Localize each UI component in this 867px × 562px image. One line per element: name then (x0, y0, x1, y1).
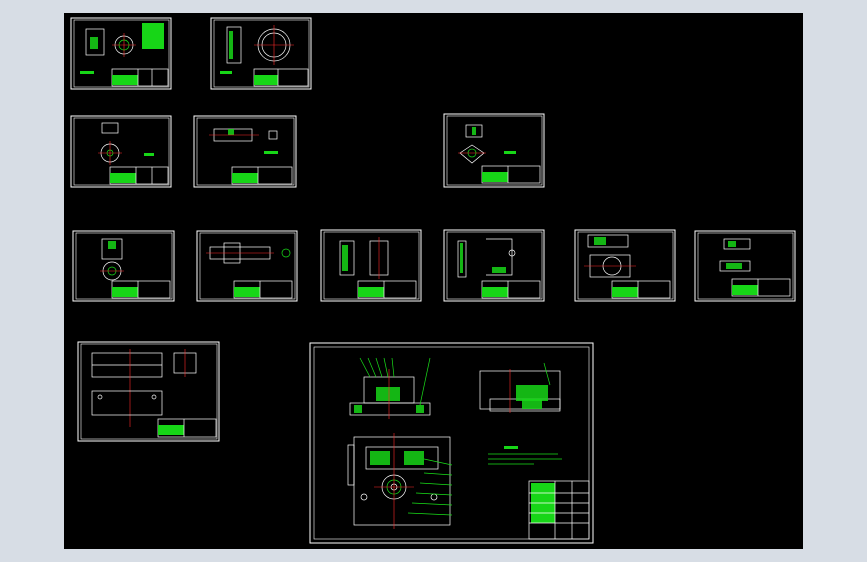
cad-model-space[interactable] (64, 13, 803, 549)
drawing-sheet-part-05[interactable] (443, 113, 545, 188)
drawing-sheet-part-04[interactable] (193, 115, 297, 188)
assembly-front-view (349, 357, 431, 419)
title-block (731, 278, 791, 297)
part-view (458, 124, 486, 164)
title-block (111, 68, 169, 87)
title-block (109, 166, 169, 185)
title-block (357, 280, 417, 299)
title-block (611, 280, 671, 299)
part-view (98, 122, 122, 165)
drawing-sheet-part-03[interactable] (70, 115, 172, 188)
drawing-sheet-part-12[interactable] (77, 341, 220, 442)
title-block (481, 165, 541, 184)
drawing-sheet-part-09[interactable] (443, 229, 545, 302)
assembly-technical-notes (488, 446, 562, 465)
technical-notes-table (142, 23, 164, 49)
drawing-sheet-part-10[interactable] (574, 229, 676, 302)
title-block (231, 166, 293, 185)
drawing-sheet-part-07[interactable] (196, 230, 298, 302)
drawing-sheet-part-11[interactable] (694, 230, 796, 302)
part-view (457, 238, 516, 278)
cad-drawing-canvas[interactable] (64, 13, 803, 549)
part-view (226, 25, 294, 65)
part-view (91, 349, 197, 427)
title-block (233, 280, 293, 299)
drawing-sheet-part-02[interactable] (210, 17, 312, 90)
drawing-sheet-part-08[interactable] (320, 229, 422, 302)
part-view (100, 238, 124, 281)
drawing-sheet-part-06[interactable] (72, 230, 175, 302)
part-view (85, 28, 136, 57)
part-view (209, 128, 278, 142)
assembly-side-view (479, 362, 561, 413)
title-block (253, 68, 309, 87)
part-view (584, 234, 636, 278)
title-block (157, 418, 217, 438)
part-view (719, 238, 751, 272)
assembly-top-view (347, 433, 453, 529)
drawing-sheet-part-01[interactable] (70, 17, 172, 90)
part-view (339, 237, 389, 279)
drawing-sheet-assembly[interactable] (309, 342, 594, 544)
title-block (481, 280, 541, 299)
assembly-bill-of-materials (528, 480, 590, 540)
title-block (111, 280, 171, 299)
part-view (206, 242, 291, 264)
